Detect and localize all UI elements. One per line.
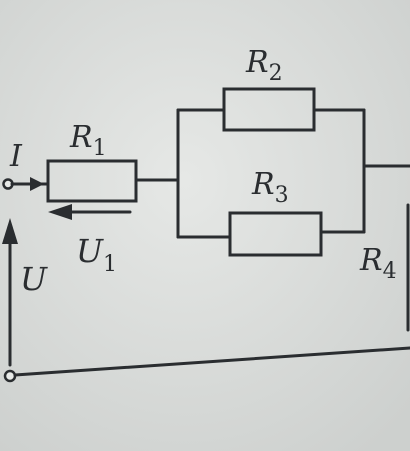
r3-subscript: 3 (275, 183, 289, 208)
u1-arrowhead (48, 204, 72, 220)
r1-subscript: 1 (93, 136, 107, 161)
source-voltage-label: U (20, 260, 48, 298)
r2-label: R2 (245, 45, 283, 86)
source-voltage-arrowhead (2, 218, 18, 244)
r4-label: R4 (359, 243, 397, 284)
u1-subscript: 1 (103, 252, 117, 277)
r4-subscript: 4 (383, 259, 397, 284)
r1-label: R1 (69, 120, 107, 161)
r3-label: R3 (251, 167, 289, 208)
input-terminal-bottom (3, 369, 17, 383)
r2-subscript: 2 (269, 61, 283, 86)
resistor-r3 (228, 211, 323, 257)
u1-label: U1 (76, 232, 117, 277)
return-wire (13, 346, 410, 377)
current-label: I (9, 139, 23, 174)
current-arrow (30, 177, 44, 191)
